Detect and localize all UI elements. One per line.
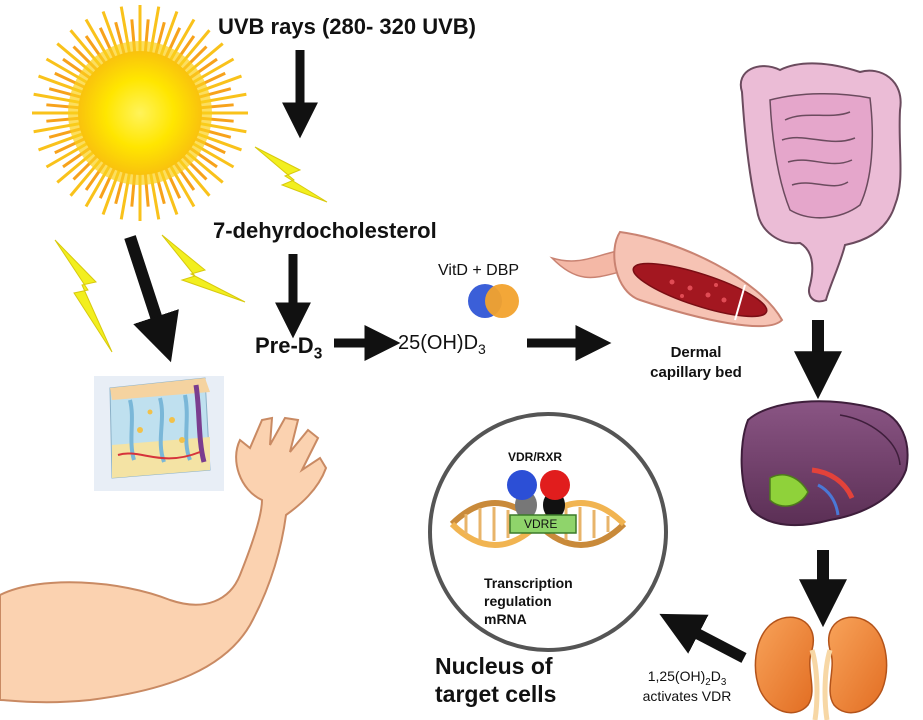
25-oh-d3-label: 25(OH)D3 [398,332,486,357]
arrow-kidney-to-nucleus [659,613,747,663]
nucleus-of-target-cells-label: Nucleus of target cells [435,653,557,707]
nucleus-of-target-cells [428,412,668,652]
dehydrocholesterol-label: 7-dehyrdocholesterol [213,218,437,243]
vitd-dbp-complex [468,284,519,318]
kidney-icon [754,616,888,720]
sun-icon [32,5,248,221]
vdr-rxr-receptor [507,470,570,519]
liver-icon [740,400,909,527]
blood-vessel-icon [549,230,784,328]
vdre-label: VDRE [524,517,558,531]
intestine-icon [739,62,902,303]
arrows [124,50,847,663]
uvb-rays-label: UVB rays (280- 320 UVB) [218,14,477,39]
vdr-rxr-label: VDR/RXR [508,450,563,464]
transcription-label: Transcription regulation mRNA [484,575,573,627]
arrow-sun-to-skin [124,235,179,363]
calcitriol-label: 1,25(OH)2D3 activates VDR [642,668,732,704]
vitd-dbp-label: VitD + DBP [438,262,520,279]
pre-d3-label: Pre-D3 [255,333,323,363]
arm-icon [0,416,328,704]
skin-cross-section-icon [94,376,224,491]
lightning-icon [54,146,328,353]
vdre-box [509,514,577,534]
